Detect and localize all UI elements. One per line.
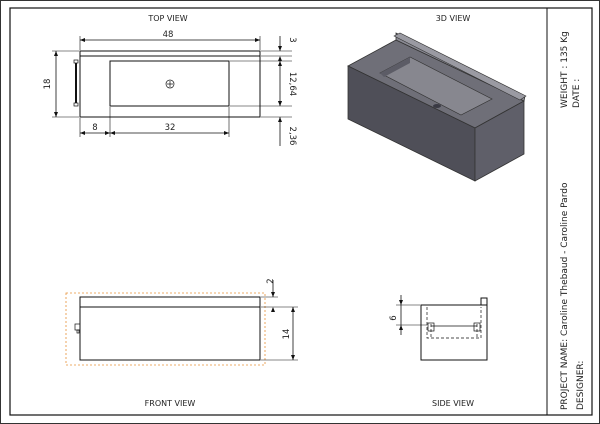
dim-front-lip-label: 2	[266, 278, 276, 283]
dim-front-height-label: 14	[282, 329, 292, 340]
top-view: 48 18 3 12,64 2,36 8 32	[43, 30, 297, 146]
dim-width-label: 48	[163, 30, 174, 40]
side-view: 6	[389, 295, 488, 361]
weight-label: WEIGHT : 135 Kg	[560, 31, 570, 108]
project-name-label: PROJECT NAME: Caroline Thebaud - Carolin…	[560, 182, 570, 410]
dim-side-depth-label: 6	[389, 315, 399, 320]
designer-label: DESIGNER:	[576, 361, 586, 410]
dim-basin-length-label: 32	[165, 123, 176, 133]
iso-view-label: 3D VIEW	[436, 14, 471, 23]
iso-basin	[379, 56, 493, 116]
iso-basin-inner-wall	[380, 57, 410, 77]
side-view-backsplash	[480, 297, 488, 306]
side-view-drain-left	[427, 322, 435, 332]
iso-backsplash-top	[393, 32, 527, 101]
dim-lip-label: 3	[287, 37, 297, 42]
dim-margin-label: 2,36	[287, 127, 297, 146]
side-view-outline	[420, 304, 488, 361]
side-view-hidden-basin	[426, 307, 482, 339]
dim-arrows	[80, 131, 229, 135]
dim-arrows	[278, 101, 282, 122]
side-view-drain-right	[473, 322, 481, 332]
date-label: DATE :	[572, 79, 582, 108]
top-view-basin	[109, 60, 230, 107]
side-view-label: SIDE VIEW	[432, 399, 474, 408]
top-view-label: TOP VIEW	[147, 14, 187, 23]
iso-side-face	[474, 100, 525, 182]
dim-offset-label: 8	[92, 123, 97, 133]
sheet-frame	[9, 7, 593, 416]
iso-view	[347, 32, 527, 182]
front-view-label: FRONT VIEW	[145, 399, 196, 408]
dim-depth-label: 18	[43, 79, 53, 90]
top-view-outline	[79, 50, 261, 118]
front-towel-bar-stem	[76, 329, 80, 334]
iso-drain-icon	[433, 104, 441, 108]
dim-arrows	[278, 46, 282, 61]
dim-basin-label: 12,64	[287, 72, 297, 96]
title-block: WEIGHT : 135 Kg DATE : PROJECT NAME: Car…	[560, 31, 586, 410]
front-view-envelope	[65, 292, 266, 366]
drain-icon	[165, 79, 175, 89]
dim-arrows	[271, 292, 275, 312]
front-view: 2 14	[65, 278, 298, 366]
